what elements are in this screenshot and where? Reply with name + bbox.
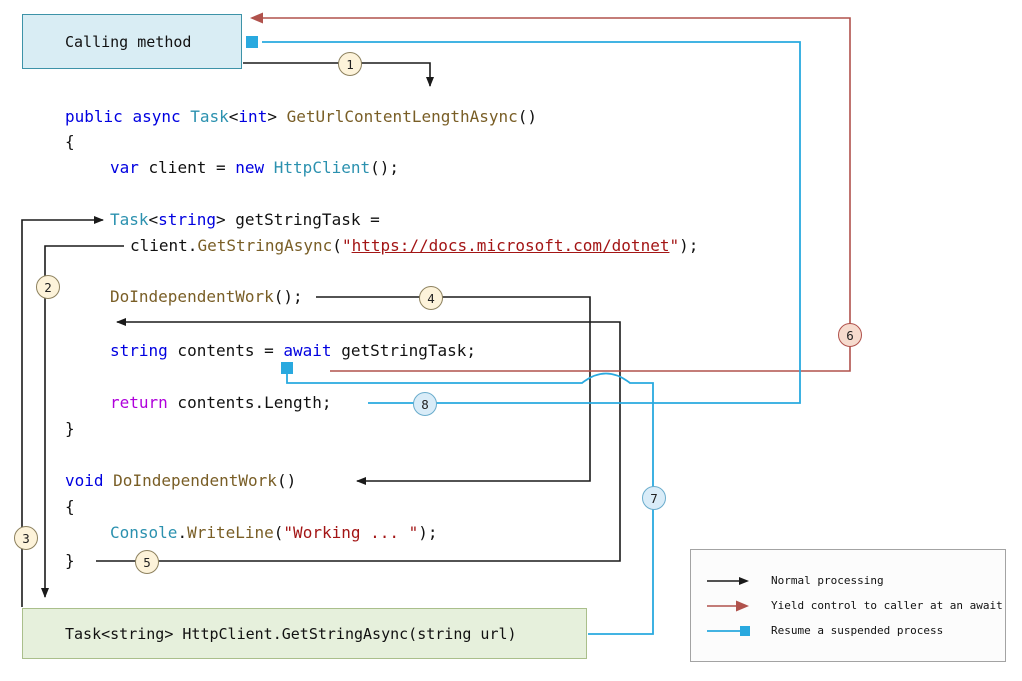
resume-process-line-icon <box>707 625 750 636</box>
resume-marker-await <box>281 362 293 374</box>
yield-control-arrow-icon <box>707 600 749 611</box>
calling-method-box: Calling method <box>22 14 242 69</box>
normal-processing-arrow-icon <box>707 576 749 585</box>
code-line-open-brace: { <box>65 132 75 151</box>
legend-normal-label: Normal processing <box>771 574 884 587</box>
step-marker-7: 7 <box>642 486 666 510</box>
step-marker-8: 8 <box>413 392 437 416</box>
resume-marker-calling-method <box>246 36 258 48</box>
code-line-open-brace-2: { <box>65 497 75 516</box>
code-line-signature: public async Task<int> GetUrlContentLeng… <box>65 107 538 126</box>
legend-yield-label: Yield control to caller at an await <box>771 599 1003 612</box>
calling-method-label: Calling method <box>65 32 192 51</box>
code-line-close-brace: } <box>65 419 75 438</box>
getstringasync-box: Task<string> HttpClient.GetStringAsync(s… <box>22 608 587 659</box>
code-line-void-signature: void DoIndependentWork() <box>65 471 297 490</box>
legend-resume-label: Resume a suspended process <box>771 624 944 637</box>
arrow-step4-call-doindependentwork <box>316 296 591 485</box>
step-marker-2: 2 <box>36 275 60 299</box>
legend-item-normal: Normal processing <box>705 574 1005 588</box>
arrow-step3-return-task <box>21 216 104 607</box>
arrow-step1-call-method <box>243 62 434 87</box>
code-line-await: string contents = await getStringTask; <box>110 341 477 360</box>
step-marker-5: 5 <box>135 550 159 574</box>
code-line-close-brace-2: } <box>65 551 75 570</box>
step-marker-1: 1 <box>338 52 362 76</box>
code-line-getstringasync-call: client.GetStringAsync("https://docs.micr… <box>130 236 699 255</box>
arrow-step7-resume-await <box>286 372 654 635</box>
legend: Normal processing Yield control to calle… <box>690 549 1006 662</box>
legend-item-yield: Yield control to caller at an await <box>705 599 1005 613</box>
step-marker-3: 3 <box>14 526 38 550</box>
code-line-console-writeline: Console.WriteLine("Working ... "); <box>110 523 438 542</box>
code-line-var-client: var client = new HttpClient(); <box>110 158 400 177</box>
code-line-return: return contents.Length; <box>110 393 332 412</box>
code-line-doindependentwork-call: DoIndependentWork(); <box>110 287 303 306</box>
getstringasync-label: Task<string> HttpClient.GetStringAsync(s… <box>65 624 517 643</box>
code-line-task-assign: Task<string> getStringTask = <box>110 210 380 229</box>
step-marker-6: 6 <box>838 323 862 347</box>
step-marker-4: 4 <box>419 286 443 310</box>
legend-item-resume: Resume a suspended process <box>705 624 1005 638</box>
